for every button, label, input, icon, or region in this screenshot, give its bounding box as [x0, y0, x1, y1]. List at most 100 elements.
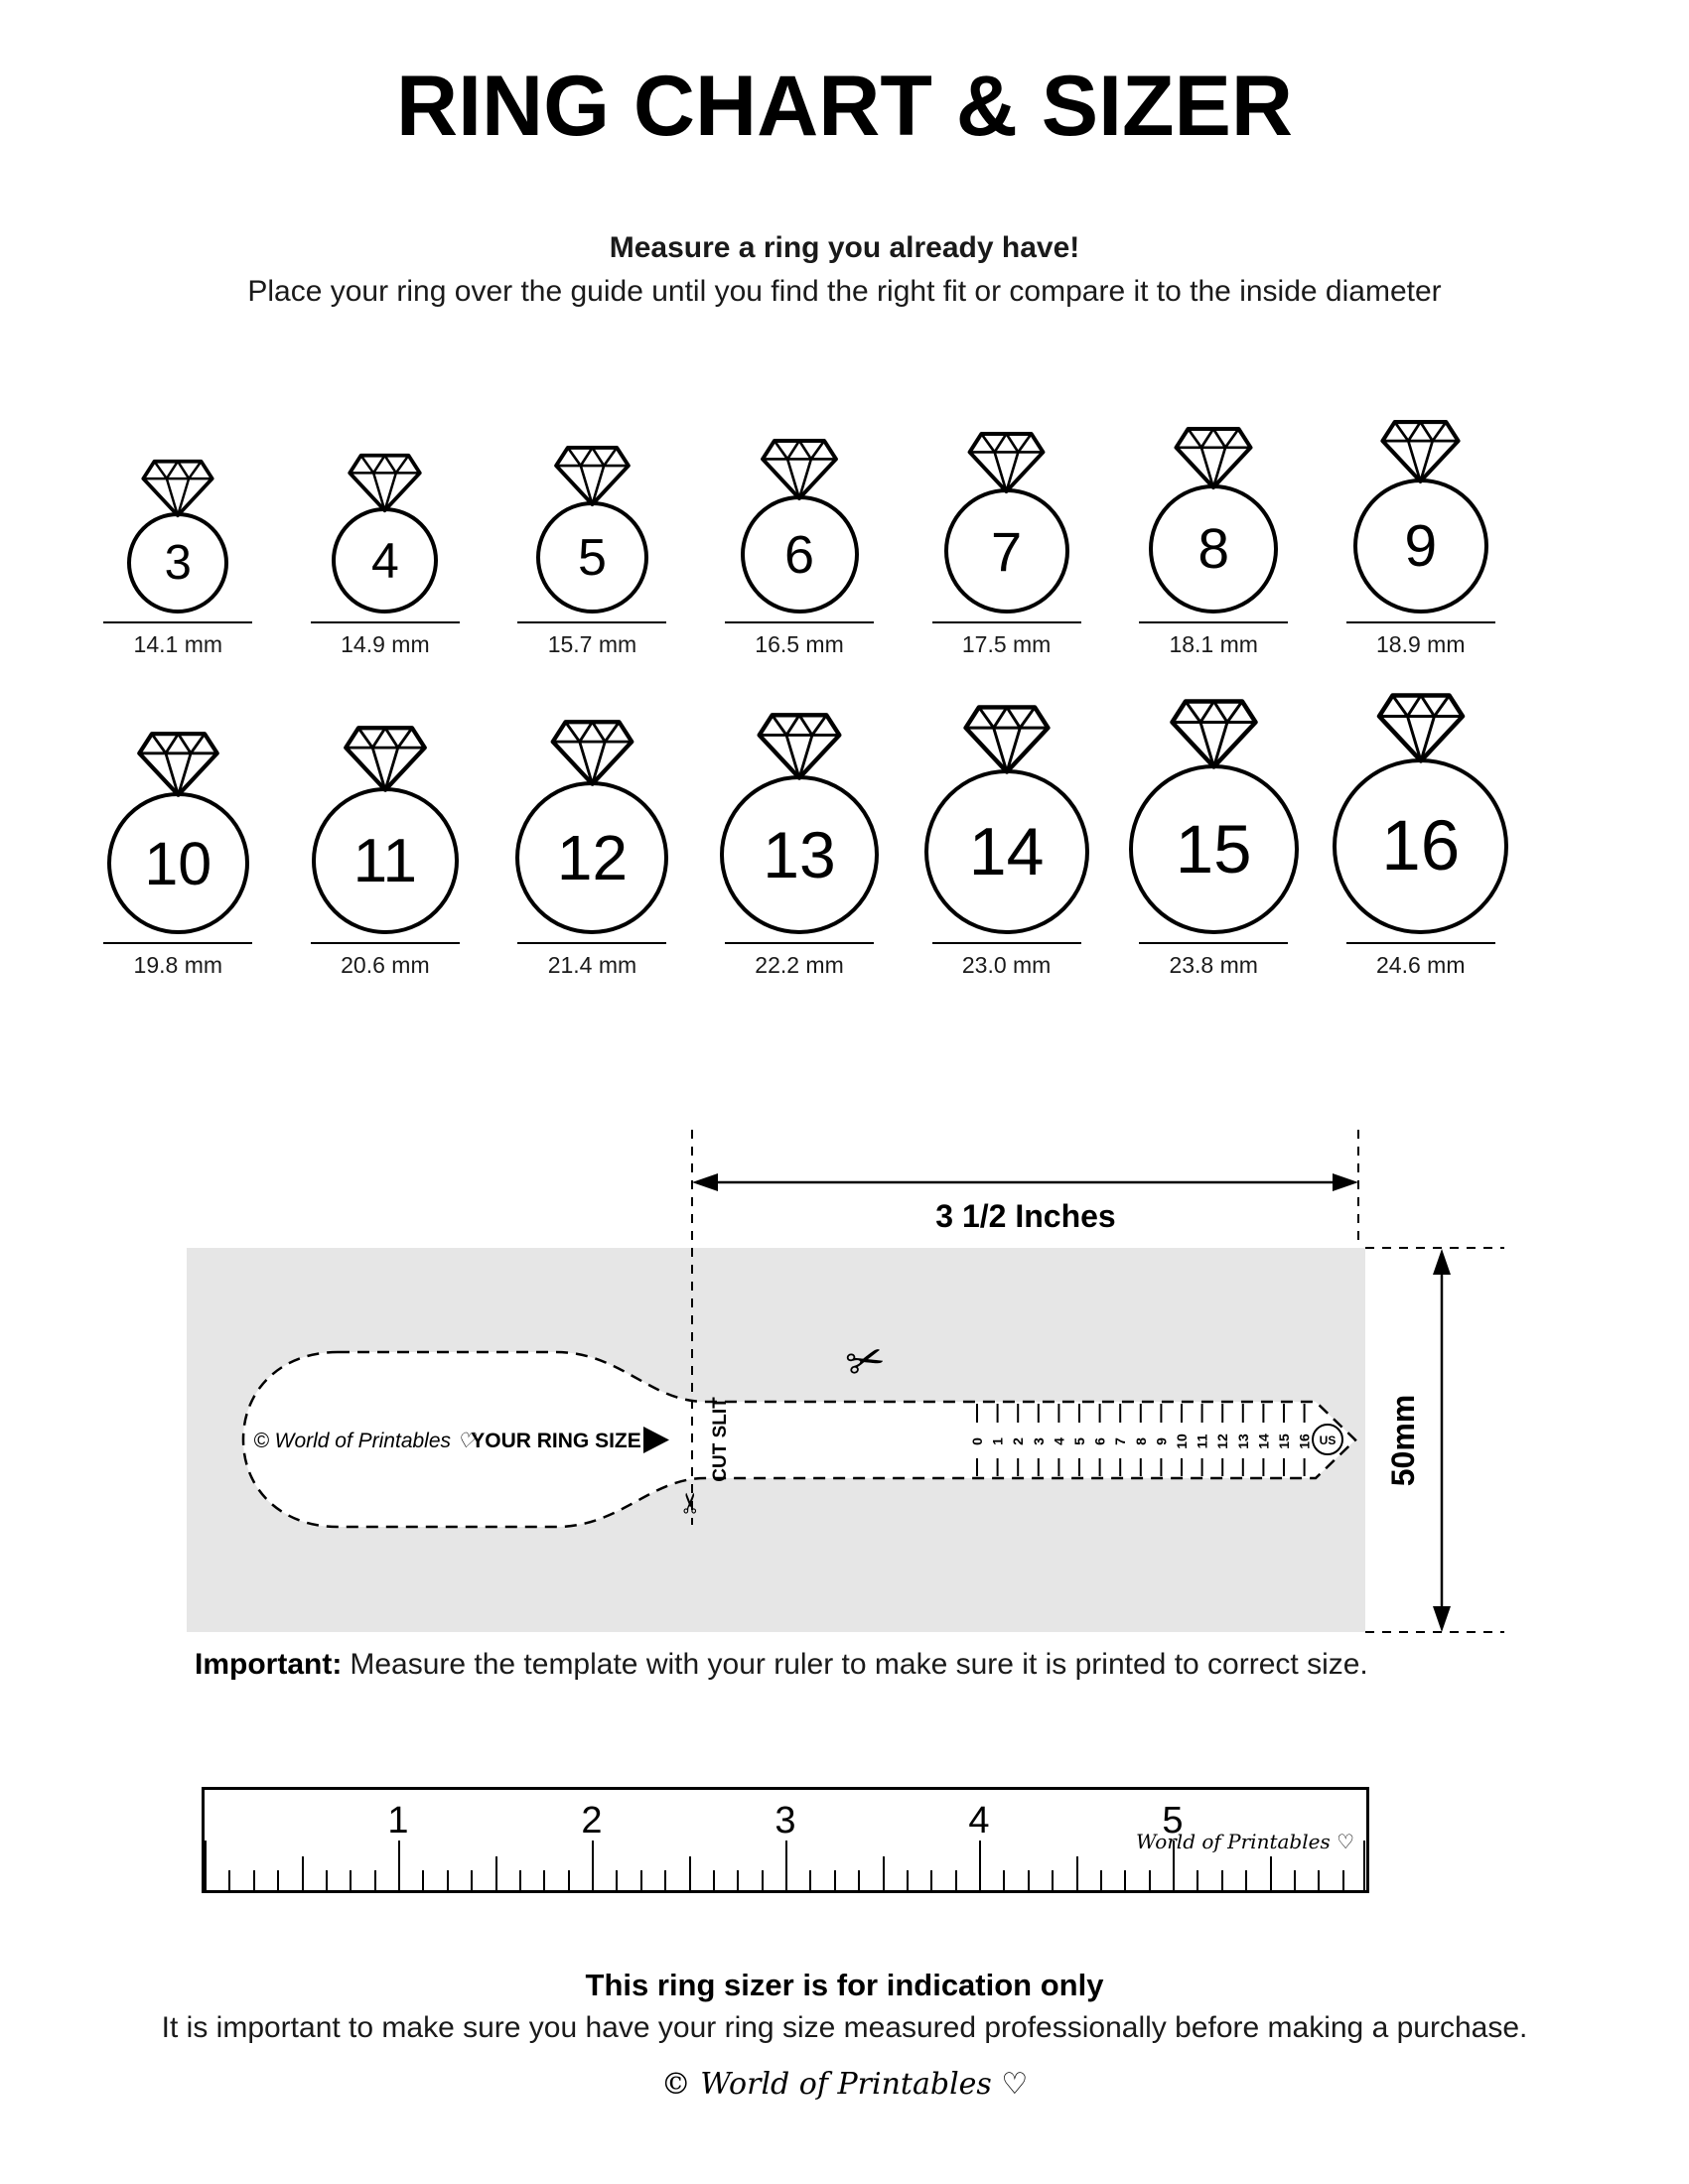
ruler-tick — [955, 1870, 957, 1890]
height-dimension: 50mm — [1365, 1247, 1504, 1633]
ruler-tick — [471, 1870, 473, 1890]
ruler-tick — [809, 1870, 811, 1890]
ring-circle: 9 — [1352, 478, 1488, 614]
important-text: Measure the template with your ruler to … — [350, 1648, 1368, 1681]
ring-size-number: 7 — [991, 519, 1023, 583]
ring-circle: 13 — [720, 775, 880, 934]
ring-illustration: 4 — [332, 403, 439, 614]
diamond-icon — [554, 445, 631, 507]
important-note: Important:Measure the template with your… — [195, 1648, 1368, 1682]
ruler-tick — [205, 1841, 207, 1890]
ring-baseline — [1345, 621, 1495, 623]
diamond-icon — [343, 726, 427, 792]
ring-size-number: 11 — [352, 826, 418, 895]
sizer-template-outline — [241, 1350, 1357, 1529]
ruler-tick — [640, 1870, 642, 1890]
size-scale-number: 15 — [1276, 1433, 1292, 1449]
ring-baseline — [310, 621, 460, 623]
ruler-tick — [664, 1870, 666, 1890]
ring-circle: 7 — [943, 488, 1069, 614]
us-badge: US — [1312, 1424, 1343, 1455]
ring-size-number: 15 — [1175, 811, 1252, 887]
ruler-tick — [834, 1870, 836, 1890]
ring-size-number: 9 — [1404, 513, 1438, 579]
ring-baseline — [725, 942, 875, 944]
ruler-tick — [447, 1870, 449, 1890]
ruler-tick — [785, 1841, 787, 1890]
scissors-icon: ✂ — [675, 1491, 706, 1514]
us-badge-circle — [1312, 1424, 1343, 1455]
size-scale-number: 3 — [1031, 1437, 1047, 1445]
ring-size-cell: 13 22.2 mm — [696, 674, 904, 979]
ruler-tick — [1294, 1870, 1296, 1890]
ring-illustration: 8 — [1149, 403, 1279, 614]
ring-diameter-label: 18.9 mm — [1376, 631, 1466, 657]
diamond-icon — [1380, 420, 1461, 483]
ruler-tick — [1124, 1870, 1126, 1890]
ring-baseline — [103, 621, 253, 623]
diamond-icon — [141, 459, 214, 518]
ruler-tick — [422, 1870, 424, 1890]
ruler-tick — [930, 1870, 932, 1890]
ring-diameter-label: 14.1 mm — [133, 631, 223, 657]
ruler-tick — [1221, 1870, 1223, 1890]
ring-size-cell: 9 18.9 mm — [1317, 403, 1524, 658]
ring-diameter-label: 22.2 mm — [755, 952, 844, 978]
ruler-tick — [253, 1870, 255, 1890]
ruler-tick — [616, 1870, 618, 1890]
ruler-tick — [762, 1870, 764, 1890]
ring-illustration: 3 — [127, 403, 229, 614]
size-scale-number: 6 — [1092, 1437, 1108, 1445]
ring-baseline — [931, 621, 1081, 623]
ruler-inch-number: 2 — [581, 1800, 603, 1842]
cut-slit-label: CUT SLIT — [710, 1397, 731, 1482]
size-scale-number: 12 — [1214, 1433, 1230, 1449]
footer-brand: © World of Printables ♡ — [660, 2067, 1029, 2102]
ruler-tick — [1245, 1870, 1247, 1890]
ruler-tick — [398, 1841, 400, 1890]
diamond-icon — [550, 720, 634, 786]
ruler-brand: World of Printables ♡ — [1136, 1830, 1354, 1853]
size-scale-number: 14 — [1255, 1433, 1271, 1449]
ring-circle: 4 — [332, 507, 439, 614]
ruler-tick — [1149, 1870, 1151, 1890]
ring-circle: 6 — [740, 495, 859, 614]
ruler-tick — [592, 1841, 594, 1890]
ruler-tick — [350, 1870, 352, 1890]
width-dimension-label: 3 1/2 Inches — [935, 1198, 1115, 1234]
ruler-tick — [326, 1870, 328, 1890]
ring-baseline — [517, 621, 667, 623]
diamond-icon — [1174, 427, 1253, 489]
size-scale-number: 10 — [1174, 1433, 1190, 1449]
ruler-tick — [1003, 1870, 1005, 1890]
ruler-inch-number: 5 — [1162, 1800, 1184, 1842]
ring-illustration: 6 — [740, 403, 859, 614]
size-scale-number: 11 — [1195, 1433, 1210, 1448]
size-scale-number: 8 — [1133, 1437, 1149, 1445]
page-title: RING CHART & SIZER — [396, 59, 1293, 154]
ruler-tick — [543, 1870, 545, 1890]
ring-illustration: 14 — [923, 674, 1089, 934]
ruler-inch-number: 3 — [774, 1800, 796, 1842]
diamond-icon — [757, 713, 842, 780]
ring-baseline — [1139, 621, 1289, 623]
ruler-tick — [374, 1870, 376, 1890]
sizer-brand-script: © World of Printables ♡ — [253, 1430, 477, 1452]
ruler-inch-number: 1 — [387, 1800, 409, 1842]
ring-diameter-label: 15.7 mm — [547, 631, 637, 657]
ruler-tick — [519, 1870, 521, 1890]
footer-note-bold: This ring sizer is for indication only — [585, 1968, 1104, 2002]
ruler-tick — [689, 1856, 691, 1890]
ruler-tick — [1028, 1870, 1030, 1890]
ruler-tick — [1196, 1870, 1198, 1890]
ring-baseline — [310, 942, 460, 944]
ring-size-number: 14 — [968, 814, 1045, 889]
diamond-icon — [967, 431, 1046, 494]
subtitle-note: Place your ring over the guide until you… — [247, 275, 1442, 308]
